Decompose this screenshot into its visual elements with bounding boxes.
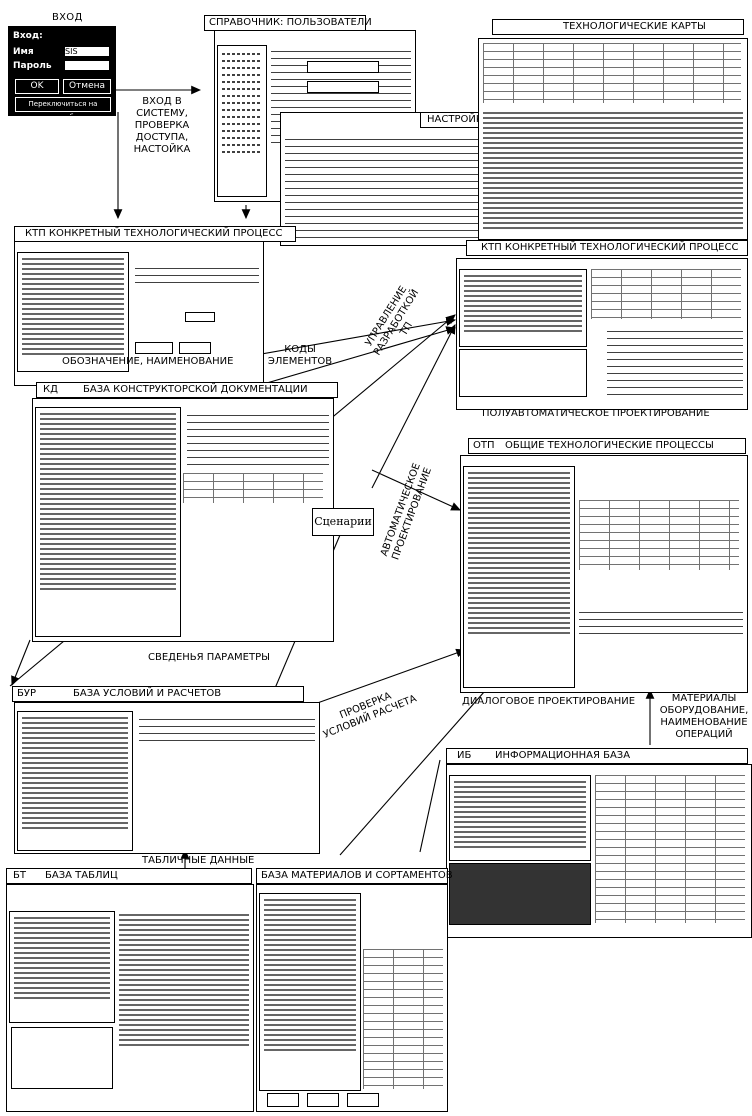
bt-title-box: БТ БАЗА ТАБЛИЦ (6, 868, 252, 884)
login-window: Вход: Имя SIS Пароль OK Отмена Переключи… (8, 26, 116, 116)
scenarios-box[interactable]: Сценарии (312, 508, 374, 536)
login-access-label: ВХОД В СИСТЕМУ, ПРОВЕРКА ДОСТУПА, НАСТОЙ… (133, 96, 191, 155)
bt-tree[interactable] (9, 911, 115, 1023)
bt-window (6, 884, 254, 1112)
ktp-right-window (456, 258, 748, 410)
bkd-prefix: КД (43, 384, 58, 395)
bkd-title-box: КД БАЗА КОНСТРУКТОРСКОЙ ДОКУМЕНТАЦИИ (36, 382, 338, 398)
ktp-right-title-box: КТП КОНКРЕТНЫЙ ТЕХНОЛОГИЧЕСКИЙ ПРОЦЕСС (466, 240, 748, 256)
otp-tree[interactable] (463, 466, 575, 688)
login-prompt: Вход: (13, 31, 43, 41)
tech-cards-doc (478, 38, 748, 240)
bur-title-box: БУР БАЗА УСЛОВИЙ И РАСЧЕТОВ (12, 686, 304, 702)
semi-auto-label: ПОЛУАВТОМАТИЧЕСКОЕ ПРОЕКТИРОВАНИЕ (482, 408, 710, 419)
bms-title: БАЗА МАТЕРИАЛОВ И СОРТАМЕНТОВ (261, 870, 453, 881)
ktp-left-title-box: КТП КОНКРЕТНЫЙ ТЕХНОЛОГИЧЕСКИЙ ПРОЦЕСС (14, 226, 296, 242)
tech-cards-title-box: ТЕХНОЛОГИЧЕСКИЕ КАРТЫ (492, 19, 744, 35)
ktp-left-title: КТП КОНКРЕТНЫЙ ТЕХНОЛОГИЧЕСКИЙ ПРОЦЕСС (25, 228, 283, 239)
bur-prefix: БУР (17, 688, 36, 699)
users-field-2[interactable] (307, 81, 379, 93)
materials-label: МАТЕРИАЛЫ ОБОРУДОВАНИЕ, НАИМЕНОВАНИЕ ОПЕ… (659, 693, 749, 740)
table-data-label: ТАБЛИЧНЫЕ ДАННЫЕ (142, 855, 255, 866)
bms-btn-2[interactable] (307, 1093, 339, 1107)
name-label: Имя (13, 47, 34, 57)
ib-window (446, 764, 752, 938)
ib-list[interactable] (449, 775, 591, 861)
bur-window (14, 702, 320, 854)
change-db-button[interactable]: Переключиться на другую базу (15, 97, 111, 115)
otp-title-box: ОТП ОБЩИЕ ТЕХНОЛОГИЧЕСКИЕ ПРОЦЕССЫ (468, 438, 746, 454)
bt-prefix: БТ (13, 870, 26, 881)
cancel-button[interactable]: Отмена (63, 79, 111, 94)
bkd-window (32, 398, 334, 642)
ktp-left-tree[interactable] (17, 252, 129, 372)
ib-prefix: ИБ (457, 750, 472, 761)
bkd-tree[interactable] (35, 407, 181, 637)
codes-label: КОДЫ ЭЛЕМЕНТОВ (267, 344, 333, 367)
users-dir-title-box: СПРАВОЧНИК: ПОЛЬЗОВАТЕЛИ (204, 15, 372, 31)
password-field[interactable] (65, 61, 109, 70)
ktp-left-btn-2[interactable] (179, 342, 211, 354)
ktp-right-sketch (459, 349, 587, 397)
ib-machine-image (449, 863, 591, 925)
bur-title: БАЗА УСЛОВИЙ И РАСЧЕТОВ (73, 688, 222, 699)
users-dir-title: СПРАВОЧНИК: ПОЛЬЗОВАТЕЛИ (209, 17, 372, 28)
bkd-title: БАЗА КОНСТРУКТОРСКОЙ ДОКУМЕНТАЦИИ (83, 384, 308, 395)
bur-tree[interactable] (17, 711, 133, 851)
tech-cards-title: ТЕХНОЛОГИЧЕСКИЕ КАРТЫ (563, 21, 706, 32)
designation-label: ОБОЗНАЧЕНИЕ, НАИМЕНОВАНИЕ (62, 356, 234, 367)
settings-title: НАСТРОЙКА (427, 114, 490, 125)
otp-title: ОБЩИЕ ТЕХНОЛОГИЧЕСКИЕ ПРОЦЕССЫ (505, 440, 714, 451)
otp-window (460, 455, 748, 693)
ktp-right-tree[interactable] (459, 269, 587, 347)
ktp-right-title: КТП КОНКРЕТНЫЙ ТЕХНОЛОГИЧЕСКИЙ ПРОЦЕСС (481, 242, 739, 253)
bms-window (256, 884, 448, 1112)
otp-prefix: ОТП (473, 440, 495, 451)
login-title: ВХОД (52, 12, 83, 23)
bms-title-box: БАЗА МАТЕРИАЛОВ И СОРТАМЕНТОВ (256, 868, 453, 884)
password-label: Пароль (13, 61, 52, 71)
name-field[interactable]: SIS (65, 47, 109, 56)
dialog-label: ДИАЛОГОВОЕ ПРОЕКТИРОВАНИЕ (462, 696, 636, 707)
bt-dialog[interactable] (11, 1027, 113, 1089)
ktp-left-btn-1[interactable] (135, 342, 173, 354)
ok-button[interactable]: OK (15, 79, 59, 94)
ktp-left-field[interactable] (185, 312, 215, 322)
bms-btn-1[interactable] (267, 1093, 299, 1107)
bt-title: БАЗА ТАБЛИЦ (45, 870, 118, 881)
bms-tree[interactable] (259, 893, 361, 1091)
users-field-1[interactable] (307, 61, 379, 73)
params-label: СВЕДЕНЬЯ ПАРАМЕТРЫ (148, 652, 270, 663)
ib-title: ИНФОРМАЦИОННАЯ БАЗА (495, 750, 631, 761)
users-list[interactable] (217, 45, 267, 197)
settings-window (280, 112, 512, 246)
ib-title-box: ИБ ИНФОРМАЦИОННАЯ БАЗА (446, 748, 748, 764)
bms-btn-3[interactable] (347, 1093, 379, 1107)
ktp-left-window (14, 241, 264, 386)
